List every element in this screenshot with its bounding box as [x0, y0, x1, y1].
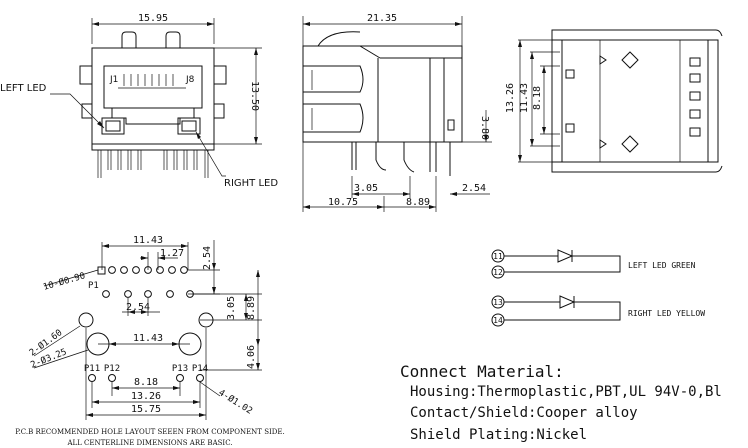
dim-width-label: 15.95: [138, 13, 168, 24]
pcb-dim-8-18: 8.18: [134, 377, 158, 388]
dim-11-43-label: 11.43: [519, 83, 530, 113]
material-heading: Connect Material:: [400, 362, 564, 381]
dim-length-label: 21.35: [367, 13, 397, 24]
dim-3-80-label: 3.80: [479, 116, 490, 140]
dim-8-89-label: 8.89: [406, 197, 430, 208]
material-contact: Contact/Shield:Cooper alloy: [410, 405, 638, 421]
pcb-dim-2-54-mid: 2.54: [126, 302, 150, 313]
pin-j8-label: J8: [185, 75, 195, 85]
front-view: 15.95 J1 J8: [0, 13, 278, 189]
pcb-dim-3-05: 3.05: [226, 296, 237, 320]
pcb-p1-label: P1: [88, 281, 99, 291]
pin-11-label: 11: [493, 252, 503, 261]
dim-8-18-label: 8.18: [532, 86, 543, 110]
pin-12-label: 12: [493, 268, 503, 277]
dim-10-75-label: 10.75: [328, 197, 358, 208]
right-led-yellow-label: RIGHT LED YELLOW: [628, 309, 705, 318]
pcb-dim-1-27: 1.27: [160, 248, 184, 259]
pcb-dim-2-54-right: 2.54: [202, 246, 213, 270]
right-led-label: RIGHT LED: [224, 178, 278, 189]
pcb-p13-label: P13: [172, 364, 188, 374]
pin-j1-label: J1: [109, 75, 118, 85]
pcb-p12-label: P12: [104, 364, 120, 374]
side-view: 21.35 3.80: [302, 13, 492, 212]
pcb-dim-13-26: 13.26: [131, 391, 161, 402]
pcb-dim-11-43-top: 11.43: [133, 235, 163, 246]
led-schematic: 11 12 13 14 LEFT LED GREEN RIGHT LED YEL…: [491, 249, 705, 327]
pcb-dim-8-89: 8.89: [246, 296, 257, 320]
pcb-dim-11-43-mid: 11.43: [133, 333, 163, 344]
material-housing: Housing:Thermoplastic,PBT,UL 94V-0,Bl: [410, 384, 722, 400]
material-block: Connect Material: Housing:Thermoplastic,…: [400, 362, 722, 443]
dim-height-label: 13.50: [249, 81, 260, 111]
left-led-label: LEFT LED: [0, 83, 47, 94]
pcb-p11-label: P11: [84, 364, 100, 374]
left-led-green-label: LEFT LED GREEN: [628, 261, 696, 270]
dim-13-26-label: 13.26: [505, 83, 516, 113]
pin-14-label: 14: [493, 316, 503, 325]
dim-3-05-label: 3.05: [354, 183, 378, 194]
pcb-hole-callout-090: 10-Ø0.90: [42, 270, 87, 293]
pcb-layout: 11.43 1.27 2.54: [15, 235, 284, 447]
material-plating: Shield Plating:Nickel: [410, 427, 587, 443]
dim-2-54-label: 2.54: [462, 183, 486, 194]
pin-13-label: 13: [493, 298, 503, 307]
pcb-note-2: ALL CENTERLINE DIMENSIONS ARE BASIC.: [66, 439, 232, 447]
pcb-p14-label: P14: [192, 364, 208, 374]
pcb-hole-callout-102: 4-Ø1.02: [216, 387, 254, 416]
pcb-dim-4-06: 4.06: [246, 345, 257, 369]
pcb-dim-15-75: 15.75: [131, 404, 161, 415]
pcb-note-1: P.C.B RECOMMENDED HOLE LAYOUT SEEEN FROM…: [15, 428, 284, 436]
top-view: 13.26 11.43 8.18: [505, 29, 723, 173]
